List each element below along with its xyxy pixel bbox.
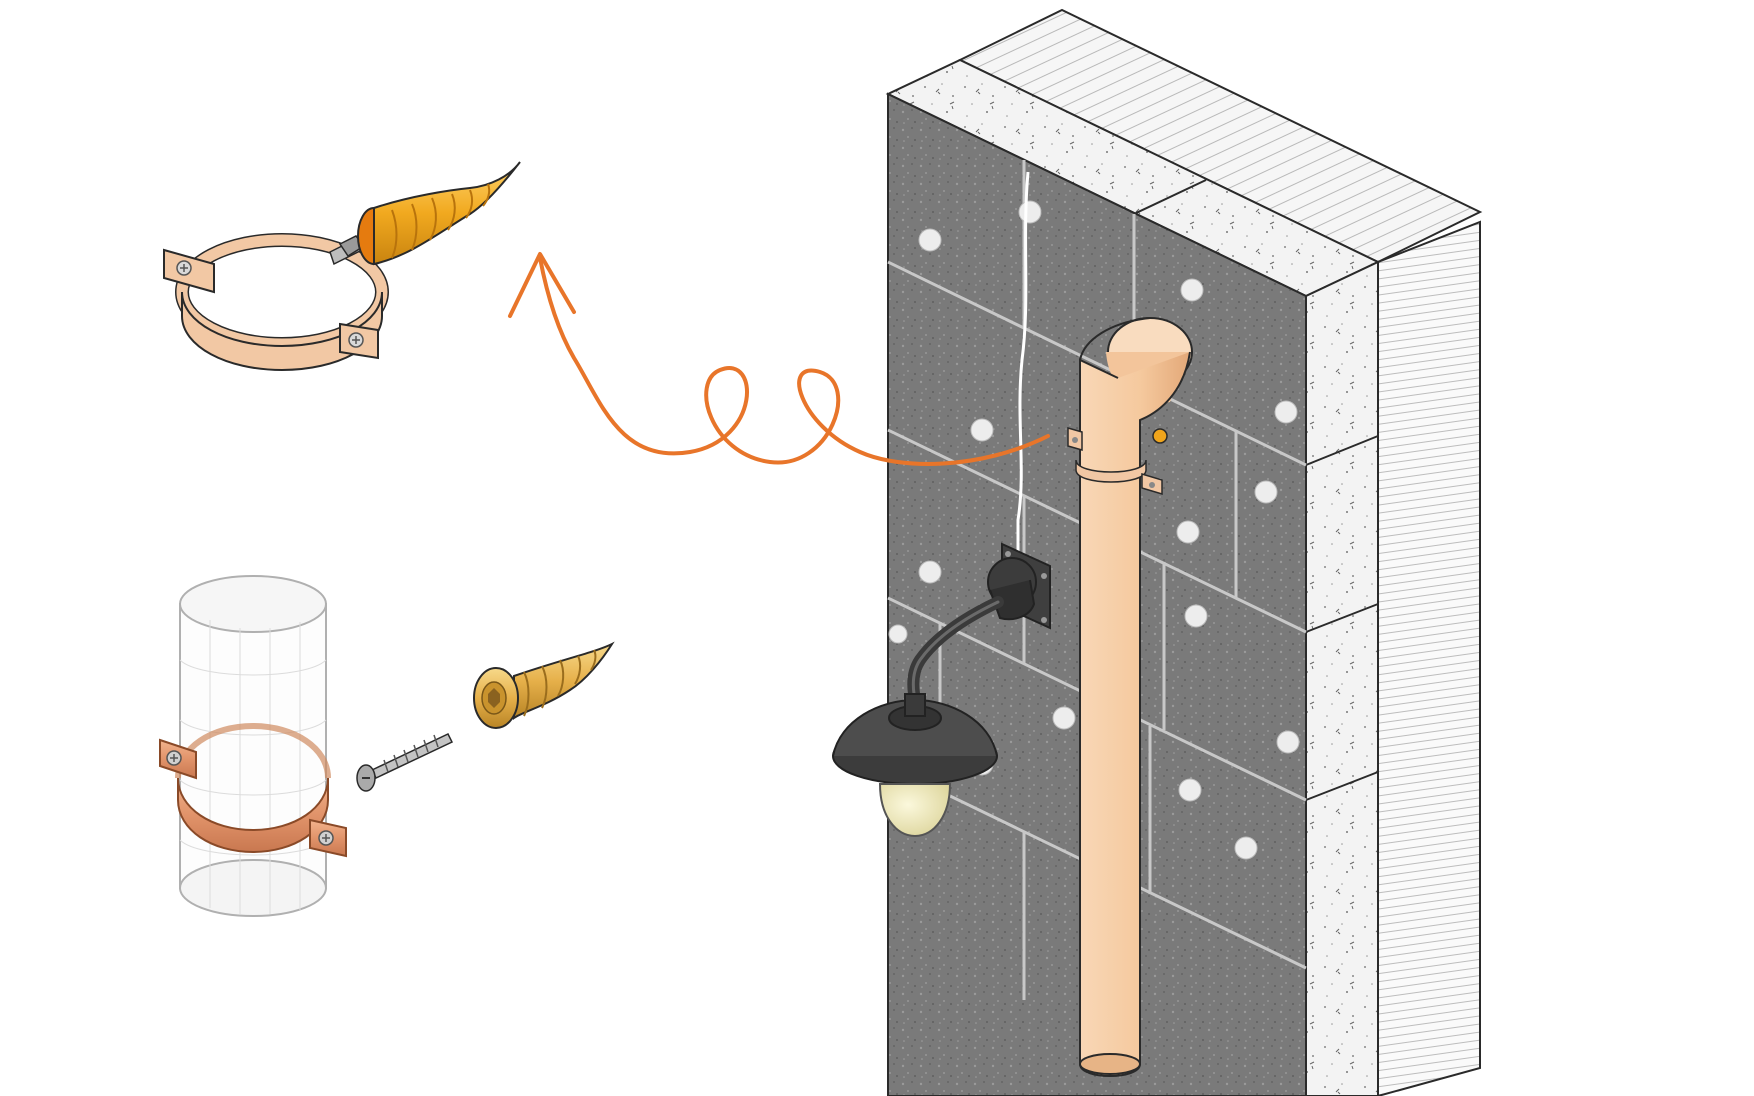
spiral-anchor-brass <box>473 641 615 729</box>
curly-callout-arrow <box>538 256 1050 466</box>
lamp-cable <box>1016 171 1030 560</box>
transparent-pipe <box>179 575 327 917</box>
insulated-wall-section <box>885 8 1483 1096</box>
pipe-clamp-installed <box>1067 427 1168 496</box>
arrow-head <box>508 252 576 318</box>
pipe-clamp-with-screw-and-anchor <box>159 575 615 917</box>
downpipe <box>1079 317 1193 1077</box>
insulation-dowels <box>888 200 1300 860</box>
wall-side-insulation <box>1305 260 1379 1096</box>
wood-screw <box>356 733 454 792</box>
wall-lamp <box>832 542 1051 838</box>
wall-side-face <box>1377 220 1481 1096</box>
pipe-clamp-with-spiral-anchor <box>163 161 521 372</box>
spiral-anchor-orange <box>357 161 521 266</box>
